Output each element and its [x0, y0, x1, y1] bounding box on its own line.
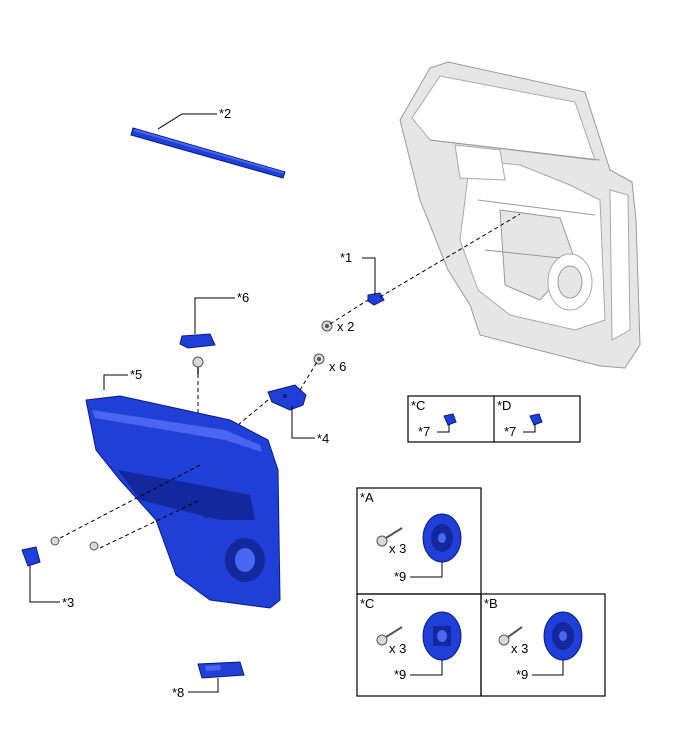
speaker-c-icon: [422, 611, 462, 661]
label-part-8: *8: [172, 685, 184, 700]
bolt-icon: [321, 320, 333, 332]
screw-icon: [192, 356, 204, 374]
part-8-switch-base: [197, 661, 245, 679]
speaker-b-part: *9: [516, 667, 528, 682]
speaker-a-screw-icon: [376, 527, 403, 547]
qty-nut-x6: x 6: [329, 359, 346, 374]
label-part-3: *3: [62, 595, 74, 610]
speaker-inset-grid: [356, 487, 606, 697]
speaker-a-icon: [422, 513, 462, 563]
label-part-2: *2: [219, 106, 231, 121]
speaker-b-qty: x 3: [511, 641, 528, 656]
speaker-b-icon: [543, 611, 583, 661]
part-1-clip: [367, 292, 385, 306]
part-7-clip-d: [529, 413, 543, 426]
qty-bolt-x2: x 2: [337, 319, 354, 334]
label-part-5: *5: [130, 367, 142, 382]
part-5-door-trim: [85, 395, 281, 609]
screw-icon: [50, 536, 60, 546]
nut-icon: [313, 353, 325, 365]
speaker-b-screw-icon: [498, 626, 523, 646]
speaker-c-screw-icon: [376, 626, 403, 646]
speaker-a-tag: *A: [360, 490, 374, 505]
speaker-b-tag: *B: [484, 596, 498, 611]
inset-c-tag: *C: [411, 398, 425, 413]
speaker-a-qty: x 3: [389, 541, 406, 556]
speaker-c-tag: *C: [360, 596, 374, 611]
part-3-cap: [21, 546, 41, 567]
speaker-a-part: *9: [394, 569, 406, 584]
label-part-4: *4: [317, 431, 329, 446]
inset-d-tag: *D: [497, 398, 511, 413]
speaker-c-qty: x 3: [389, 641, 406, 656]
label-part-1: *1: [340, 250, 352, 265]
part-7-clip-c: [443, 413, 457, 426]
clip-icon: [89, 541, 99, 551]
inset-c-part: *7: [418, 424, 430, 439]
inset-box-c-d: [407, 395, 581, 443]
inset-d-part: *7: [504, 424, 516, 439]
part-6-cover: [179, 333, 216, 349]
speaker-c-part: *9: [394, 667, 406, 682]
door-frame: [399, 61, 641, 369]
part-2-belt-moulding: [130, 127, 286, 179]
label-part-6: *6: [237, 290, 249, 305]
part-4-bracket: [267, 384, 307, 411]
